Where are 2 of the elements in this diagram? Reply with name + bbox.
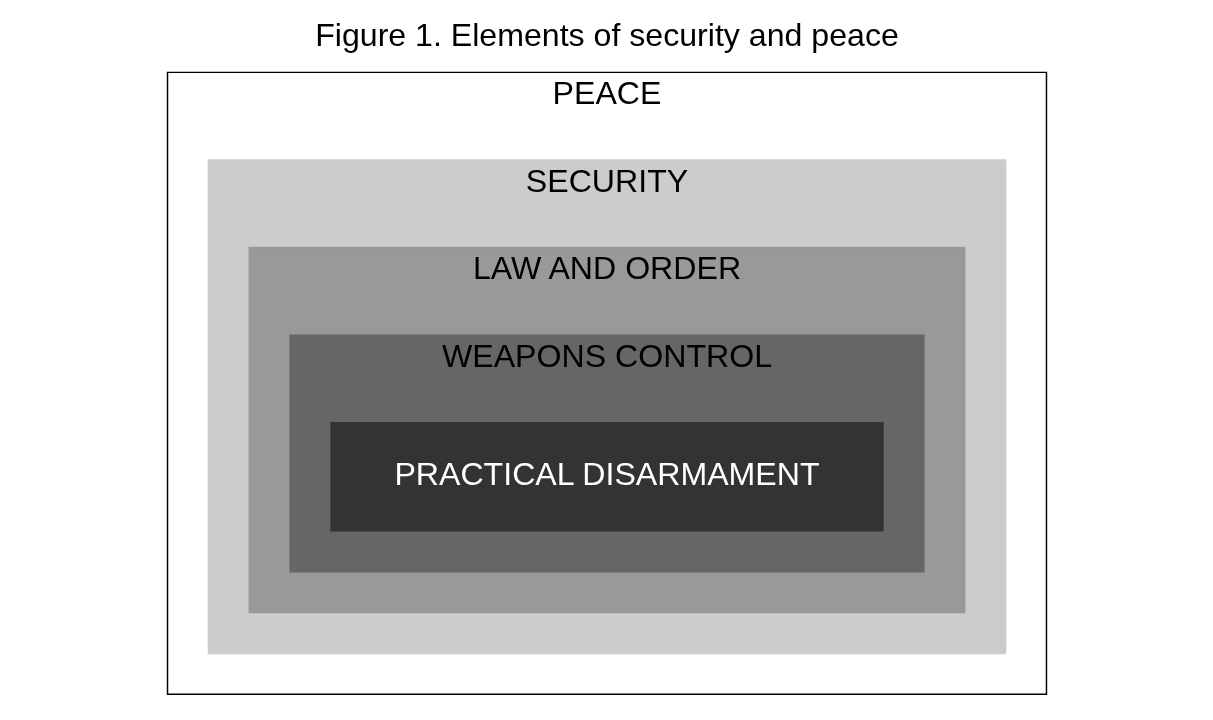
diagram-title: Figure 1. Elements of security and peace xyxy=(314,16,899,53)
node-box: PRACTICAL DISARMAMENT xyxy=(329,422,884,532)
